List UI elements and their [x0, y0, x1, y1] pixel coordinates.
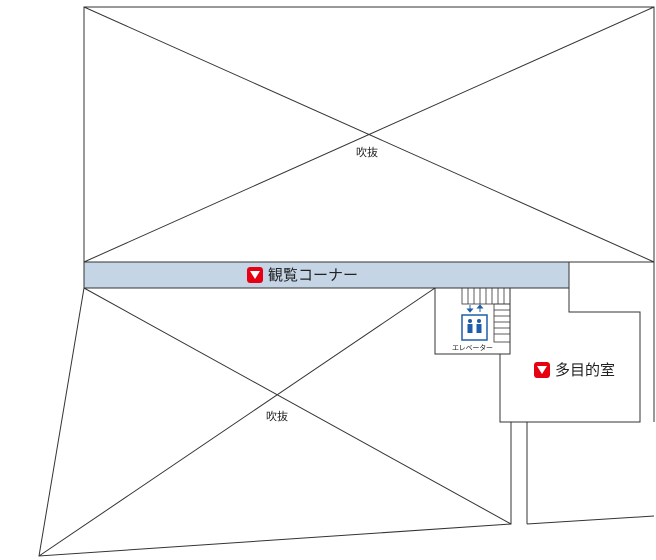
elevator-label: エレベーター	[452, 344, 493, 352]
east-room-outline	[569, 261, 655, 315]
down-triangle-marker-icon	[534, 361, 550, 378]
multipurpose-room: 多目的室	[534, 359, 615, 380]
south-wall	[526, 515, 655, 525]
lower-void-cross-2	[38, 287, 436, 557]
viewing-corner-label: 観覧コーナー	[268, 266, 359, 284]
upper-void-label: 吹抜	[356, 146, 378, 159]
lower-void-label: 吹抜	[266, 410, 288, 423]
multipurpose-room-outline	[499, 288, 641, 423]
multipurpose-room-label: 多目的室	[555, 361, 616, 379]
upper-void-cross-2	[83, 6, 655, 263]
elevator-icon	[461, 314, 488, 341]
down-triangle-marker-icon	[247, 266, 263, 283]
viewing-corner-walkway	[83, 261, 570, 289]
stairs-icon	[461, 287, 511, 343]
viewing-corner: 観覧コーナー	[247, 264, 358, 285]
up-down-arrows-icon	[466, 304, 484, 313]
lower-void-outline	[38, 287, 512, 557]
lower-void-cross-1	[83, 287, 512, 525]
